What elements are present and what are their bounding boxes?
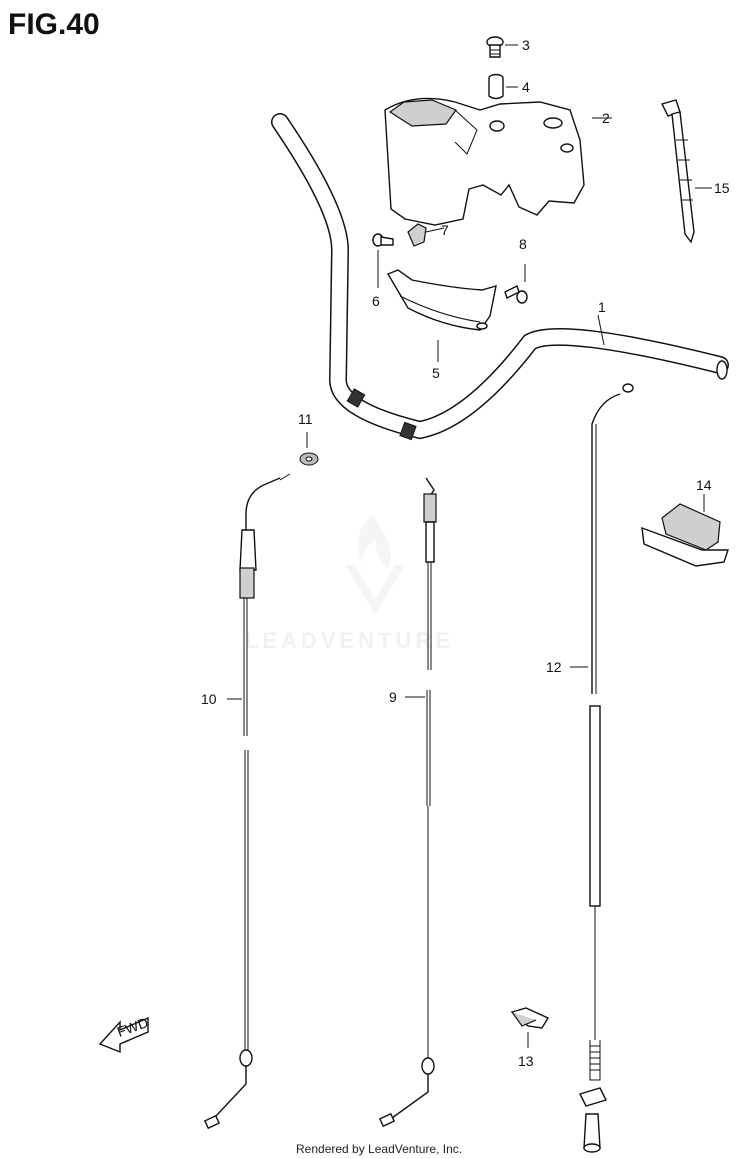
callout-13: 13 <box>518 1053 534 1069</box>
callout-3: 3 <box>522 37 530 53</box>
part-13-clip <box>510 1007 550 1048</box>
callout-11: 11 <box>298 411 313 427</box>
part-4-collar <box>488 73 518 100</box>
watermark-text: LEADVENTURE <box>245 628 454 653</box>
part-14-plate <box>641 494 729 567</box>
part-8-screw <box>504 264 528 304</box>
part-9-throttle-cable <box>378 477 437 1128</box>
callout-15: 15 <box>714 180 730 196</box>
callout-10: 10 <box>201 691 217 707</box>
callout-9: 9 <box>389 689 397 705</box>
part-15-cable-tie <box>660 99 712 244</box>
part-6-screw <box>372 233 394 288</box>
callout-5: 5 <box>432 365 440 381</box>
callout-2: 2 <box>602 110 610 126</box>
callout-8: 8 <box>519 236 527 252</box>
part-1-handlebar <box>271 113 729 441</box>
callout-4: 4 <box>522 79 530 95</box>
part-12-cable <box>570 383 634 1153</box>
part-5-bracket <box>386 269 497 362</box>
part-7-clip-nut <box>407 223 445 247</box>
footer-credit: Rendered by LeadVenture, Inc. <box>296 1142 462 1156</box>
callout-14: 14 <box>696 477 712 493</box>
watermark-logo: LEADVENTURE <box>245 515 454 653</box>
fwd-arrow-icon: FWD <box>98 1014 150 1054</box>
part-11-washer <box>299 432 319 466</box>
callout-7: 7 <box>441 222 449 238</box>
part-2-handlebar-cover <box>384 97 612 226</box>
callout-6: 6 <box>372 293 380 309</box>
callout-12: 12 <box>546 659 562 675</box>
callout-1: 1 <box>598 299 606 315</box>
part-3-screw <box>486 36 518 58</box>
part-10-throttle-cable <box>203 473 291 1130</box>
figure-title: FIG.40 <box>8 8 100 41</box>
